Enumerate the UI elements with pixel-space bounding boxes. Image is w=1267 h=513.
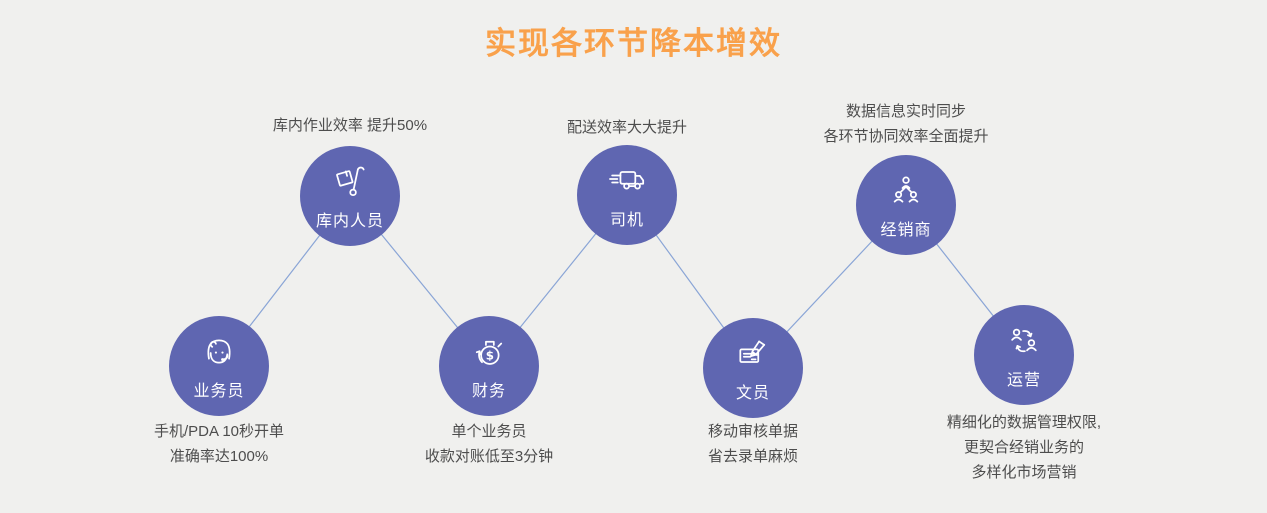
annotation-salesperson: 手机/PDA 10秒开单 准确率达100% bbox=[89, 419, 349, 469]
page-title: 实现各环节降本增效 bbox=[485, 26, 782, 61]
annotation-line: 精细化的数据管理权限, bbox=[946, 414, 1102, 431]
node-distributor: 经销商 bbox=[856, 155, 956, 255]
node-label: 运营 bbox=[1006, 371, 1041, 389]
node-warehouse-staff: 库内人员 bbox=[300, 146, 400, 246]
node-label: 业务员 bbox=[193, 382, 245, 400]
document-pen-icon bbox=[739, 340, 766, 363]
headset-agent-icon bbox=[207, 338, 231, 363]
people-sync-icon bbox=[1011, 328, 1037, 352]
node-clerk: 文员 bbox=[703, 318, 803, 418]
annotation-warehouse-staff: 库内作业效率 提升50% bbox=[220, 113, 480, 138]
annotation-clerk: 移动审核单据 省去录单麻烦 bbox=[623, 419, 883, 469]
node-driver: 司机 bbox=[577, 145, 677, 245]
annotation-line: 数据信息实时同步 bbox=[845, 103, 966, 120]
annotation-line: 省去录单麻烦 bbox=[707, 448, 798, 465]
annotation-line: 单个业务员 bbox=[451, 423, 527, 440]
node-label: 财务 bbox=[471, 382, 506, 400]
annotation-line: 手机/PDA 10秒开单 bbox=[153, 423, 285, 440]
node-label: 文员 bbox=[735, 384, 770, 402]
annotation-line: 多样化市场营销 bbox=[971, 464, 1077, 481]
svg-text:$: $ bbox=[486, 348, 494, 362]
node-operations: 运营 bbox=[974, 305, 1074, 405]
annotation-line: 各环节协同效率全面提升 bbox=[823, 128, 989, 145]
node-finance: $ 财务 bbox=[439, 316, 539, 416]
annotation-operations: 精细化的数据管理权限, 更契合经销业务的 多样化市场营销 bbox=[894, 410, 1154, 485]
annotation-distributor: 数据信息实时同步 各环节协同效率全面提升 bbox=[776, 99, 1036, 149]
stopwatch-dollar-icon: $ bbox=[475, 340, 503, 365]
annotation-line: 更契合经销业务的 bbox=[963, 439, 1084, 456]
node-salesperson: 业务员 bbox=[169, 316, 269, 416]
annotation-driver: 配送效率大大提升 bbox=[497, 115, 757, 140]
node-label: 经销商 bbox=[880, 221, 932, 239]
annotation-line: 准确率达100% bbox=[169, 448, 269, 465]
annotation-finance: 单个业务员 收款对账低至3分钟 bbox=[359, 419, 619, 469]
annotation-line: 配送效率大大提升 bbox=[566, 119, 687, 136]
hand-truck-icon bbox=[336, 166, 365, 196]
org-structure-icon bbox=[893, 176, 919, 202]
annotation-line: 收款对账低至3分钟 bbox=[424, 448, 554, 465]
node-label: 库内人员 bbox=[315, 212, 384, 230]
annotation-line: 移动审核单据 bbox=[707, 423, 798, 440]
annotation-line: 库内作业效率 提升50% bbox=[272, 117, 428, 134]
delivery-truck-icon bbox=[609, 170, 645, 189]
node-label: 司机 bbox=[609, 211, 644, 229]
